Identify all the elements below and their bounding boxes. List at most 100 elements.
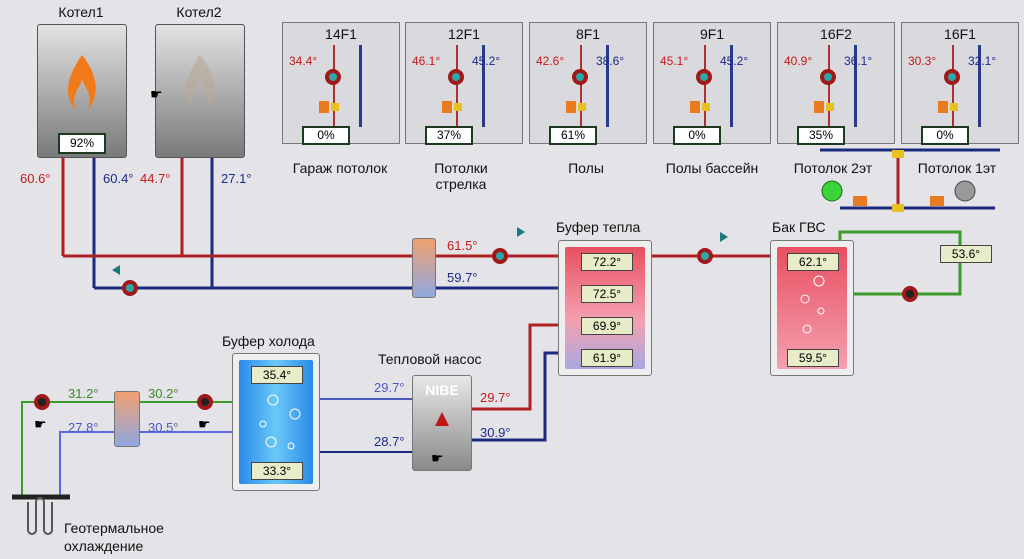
pump-boiler-return[interactable] xyxy=(122,280,138,296)
geo-temp: 30.2° xyxy=(148,386,179,401)
heat-buffer-temp: 72.5° xyxy=(581,285,633,303)
b2-supply-temp: 44.7° xyxy=(140,171,171,186)
panel-label: Полы бассейн xyxy=(665,160,759,176)
dhw-tank[interactable]: 62.1° 59.5° xyxy=(770,240,854,376)
pump-dhw[interactable] xyxy=(697,248,713,264)
valve-icon[interactable] xyxy=(930,196,944,206)
panel-label: Потолок 2эт xyxy=(793,160,873,176)
hp-hot-out-temp: 29.7° xyxy=(480,390,511,405)
pump-icon[interactable] xyxy=(684,63,724,143)
valve-icon[interactable] xyxy=(892,150,904,158)
hp-cold-in-temp: 29.7° xyxy=(374,380,405,395)
geo-temp: 31.2° xyxy=(68,386,99,401)
pump-icon[interactable] xyxy=(932,63,972,143)
valve-icon[interactable] xyxy=(853,196,867,206)
panel-label: Полы xyxy=(568,160,604,176)
hp-ret-pipe xyxy=(470,351,560,442)
panel-name: 16F2 xyxy=(820,26,852,42)
dhw-loop-temp: 53.6° xyxy=(940,245,992,263)
warning-triangle-icon xyxy=(435,412,449,426)
heat-pump-name: Тепловой насос xyxy=(378,351,482,367)
panel-supply-temp: 30.3° xyxy=(908,54,937,68)
panel-return-pipe xyxy=(359,45,362,127)
cold-buffer[interactable]: 35.4° 33.3° xyxy=(232,353,320,491)
panel-percent: 61% xyxy=(549,126,597,145)
heat-buffer-name: Буфер тепла xyxy=(556,219,641,235)
panel-name: 8F1 xyxy=(575,26,601,42)
heat-buffer-temp: 69.9° xyxy=(581,317,633,335)
circuit-panel-4[interactable]: 16F2 40.9° 36.1° 35% xyxy=(777,22,895,145)
panel-return-temp: 45.2° xyxy=(720,54,749,68)
panel-percent: 35% xyxy=(797,126,845,145)
hx-ret-temp: 59.7° xyxy=(447,270,478,285)
panel-percent: 0% xyxy=(921,126,969,145)
panel-supply-temp: 40.9° xyxy=(784,54,813,68)
arrow-right-icon xyxy=(517,227,525,237)
panel-label: Потолок 1эт xyxy=(917,160,997,176)
panel-return-pipe xyxy=(854,45,857,127)
panel-return-temp: 45.2° xyxy=(472,54,501,68)
heat-buffer[interactable]: 72.2° 72.5° 69.9° 61.9° xyxy=(558,240,652,376)
bubbles-icon xyxy=(800,275,825,334)
cold-buffer-top-temp: 35.4° xyxy=(251,366,303,384)
circuit-panel-5[interactable]: 16F1 30.3° 32.1° 0% xyxy=(901,22,1019,145)
pump-dhw-loop[interactable] xyxy=(902,286,918,302)
panel-supply-pipe xyxy=(456,45,458,127)
dhw-loop-pipe xyxy=(838,230,962,296)
hx-out-temp: 61.5° xyxy=(447,238,478,253)
panel-supply-temp: 45.1° xyxy=(660,54,689,68)
pump-supply-main[interactable] xyxy=(492,248,508,264)
pump-icon[interactable] xyxy=(436,63,476,143)
valve-icon[interactable] xyxy=(892,204,904,212)
geo-temp: 27.8° xyxy=(68,420,99,435)
boiler1-name: Котел1 xyxy=(58,4,104,20)
dhw-bottom-temp: 59.5° xyxy=(787,349,839,367)
b1-supply-temp: 60.6° xyxy=(20,171,51,186)
panel-percent: 37% xyxy=(425,126,473,145)
b1-return-temp: 60.4° xyxy=(103,171,134,186)
boiler2[interactable] xyxy=(155,24,245,158)
dhw-top-temp: 62.1° xyxy=(787,253,839,271)
panel-return-temp: 38.6° xyxy=(596,54,625,68)
hp-hot-ret-temp: 30.9° xyxy=(480,425,511,440)
heat-buffer-temp: 61.9° xyxy=(581,349,633,367)
pump-icon[interactable] xyxy=(313,63,353,143)
heat-exchanger-main xyxy=(412,238,436,298)
panel-return-temp: 36.1° xyxy=(844,54,873,68)
hand-pointer-icon[interactable]: ☛ xyxy=(150,86,163,102)
pump-geo-left[interactable] xyxy=(34,394,50,410)
cold-buffer-name: Буфер холода xyxy=(222,333,315,349)
pump-icon[interactable] xyxy=(560,63,600,143)
panel-return-pipe xyxy=(482,45,485,127)
panel-label: Потолки стрелка xyxy=(434,160,488,192)
pump-icon[interactable] xyxy=(808,63,848,143)
hand-pointer-icon[interactable]: ☛ xyxy=(431,450,444,466)
panel-supply-pipe xyxy=(704,45,706,127)
boiler1[interactable]: 92% xyxy=(37,24,127,158)
panel-return-pipe xyxy=(978,45,981,127)
panel-name: 16F1 xyxy=(944,26,976,42)
panel-return-temp: 32.1° xyxy=(968,54,997,68)
arrow-right-icon xyxy=(720,232,728,242)
heat-buffer-temp: 72.2° xyxy=(581,253,633,271)
geo-green-pipe xyxy=(21,401,232,497)
boiler2-name: Котел2 xyxy=(176,4,222,20)
boiler1-percent: 92% xyxy=(58,133,106,154)
panel-return-pipe xyxy=(730,45,733,127)
pump-geo-right[interactable] xyxy=(197,394,213,410)
hp-hot-pipe xyxy=(470,323,560,411)
hand-pointer-icon[interactable]: ☛ xyxy=(198,416,211,432)
heat-pump[interactable]: NIBE ☛ xyxy=(412,375,472,471)
panel-name: 12F1 xyxy=(448,26,480,42)
panel-name: 9F1 xyxy=(699,26,725,42)
heat-exchanger-geo xyxy=(114,391,140,447)
dhw-tank-name: Бак ГВС xyxy=(772,219,826,235)
hand-pointer-icon[interactable]: ☛ xyxy=(34,416,47,432)
panel-return-pipe xyxy=(606,45,609,127)
panel-name: 14F1 xyxy=(325,26,357,42)
